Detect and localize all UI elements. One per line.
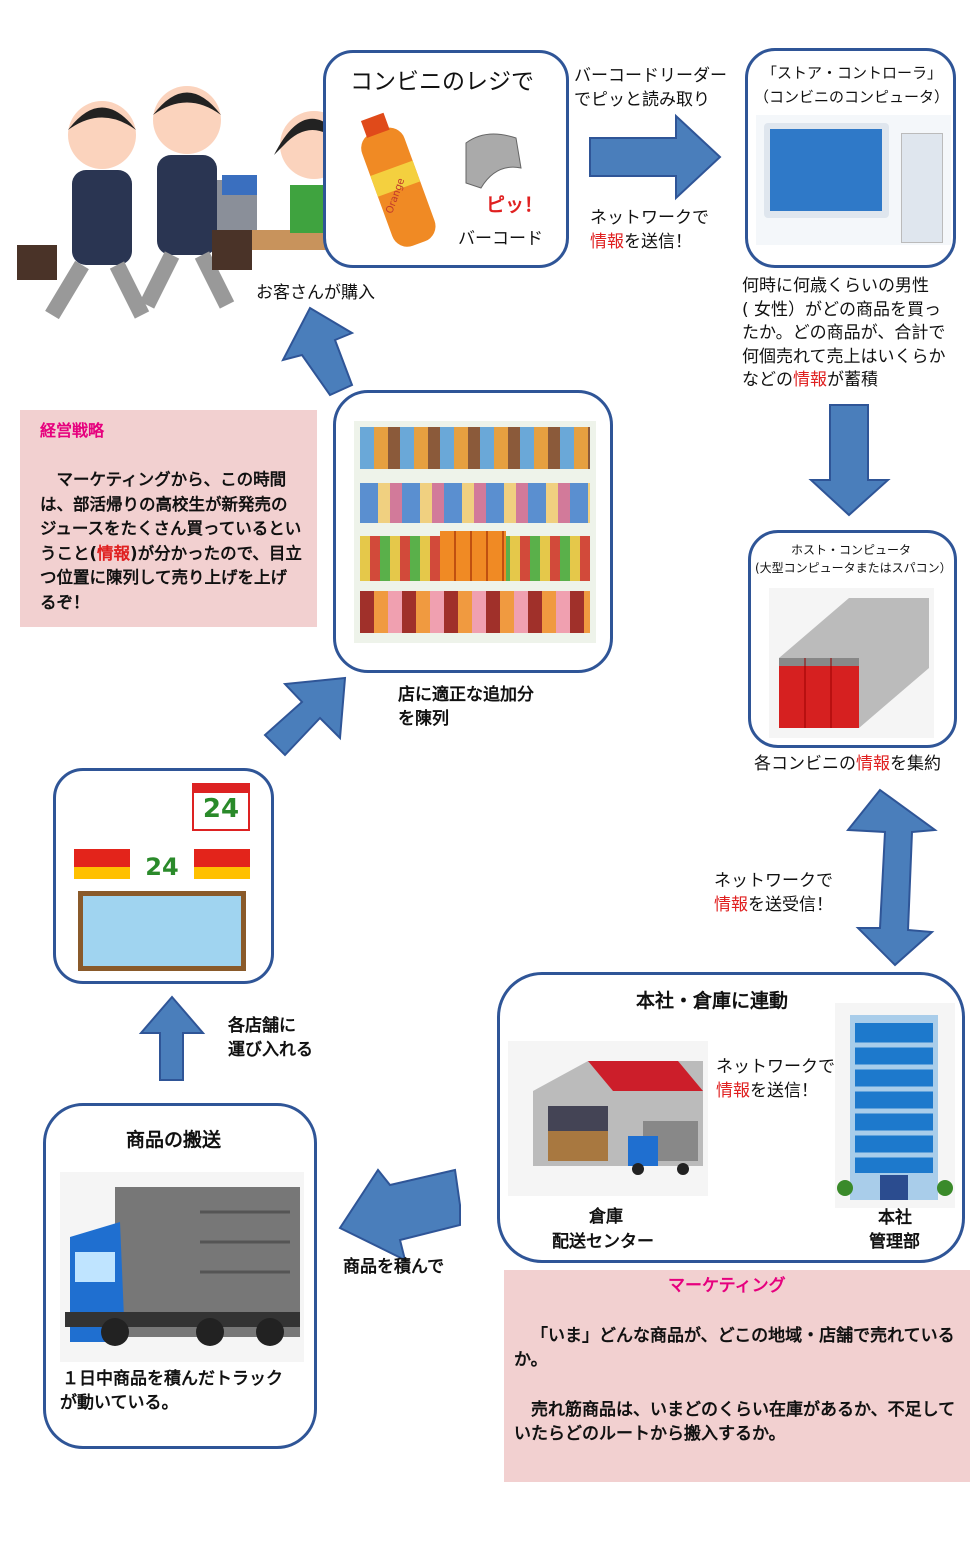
warehouse-label-2: 配送センター xyxy=(552,1232,654,1252)
warehouse-label-1: 倉庫 xyxy=(589,1207,623,1227)
product-shelf-image xyxy=(354,421,596,643)
network-send-1: ネットワークで情報を送信！ xyxy=(590,206,709,254)
line: たか。どの商品が、合計で xyxy=(742,323,946,343)
marketing-para-2: 売れ筋商品は、いまどのくらい在庫があるか、不足していたらどのルートから搬入するか… xyxy=(514,1400,956,1444)
strategy-title: 経営戦略 xyxy=(40,421,105,440)
delivery-title: 商品の搬送 xyxy=(126,1129,222,1151)
reader-text-1: バーコードリーダー xyxy=(574,66,727,86)
bottle-scanner-image: Orange xyxy=(356,108,556,253)
marketing-title: マーケティング xyxy=(668,1276,786,1296)
shelf-caption-2: を陳列 xyxy=(398,709,449,729)
loading-text: 商品を積んで xyxy=(343,1257,445,1277)
strategy-text: マーケティングから、この時間は、部活帰りの高校生が新発売のジュースをたくさん買っ… xyxy=(40,468,302,615)
line: 何時に何歳くらいの男性 xyxy=(742,276,929,296)
delivery-caption-2: が動いている。 xyxy=(60,1393,179,1413)
shelf-caption-1: 店に適正な追加分 xyxy=(398,685,534,705)
arrow-down xyxy=(808,404,891,517)
truck-image xyxy=(60,1172,304,1362)
hq-network-text: ネットワークで情報を送信！ xyxy=(716,1055,835,1103)
line: を送受信！ xyxy=(748,895,833,915)
marketing-panel: マーケティング 「いま」どんな商品が、どこの地域・店舗で売れているか。 売れ筋商… xyxy=(504,1270,970,1482)
marketing-para-1: 「いま」どんな商品が、どこの地域・店舗で売れているか。 xyxy=(514,1326,955,1370)
arrow-up-customer xyxy=(281,306,355,397)
highlight: 情報 xyxy=(714,895,748,915)
line: ネットワークで xyxy=(716,1057,835,1077)
reader-text-2: でピッと読み取り xyxy=(574,90,710,110)
store-sign-front: 24 xyxy=(130,847,194,887)
text: マーケティングから、この時間は、部活帰りの高校生が新発売のジュースをたくさん買っ… xyxy=(40,470,302,563)
line: 何個売れて売上はいくらか xyxy=(742,346,946,367)
line: 各コンビニの xyxy=(754,754,856,774)
delivery-box: 商品の搬送 １日中商品を積んだトラック が動いている。 xyxy=(43,1103,317,1449)
line: を送信！ xyxy=(750,1081,818,1101)
computer-icon xyxy=(756,115,951,245)
host-caption: 各コンビニの情報を集約 xyxy=(754,752,941,776)
host-computer-box: ホスト・コンピュータ (大型コンピュータまたはスパコン） xyxy=(748,530,957,748)
delivery-caption-1: １日中商品を積んだトラック xyxy=(62,1369,283,1389)
line: を集約 xyxy=(890,754,941,774)
hq-label-1: 本社 xyxy=(878,1208,912,1228)
host-subtitle: (大型コンピュータまたはスパコン） xyxy=(755,561,952,575)
hq-label-2: 管理部 xyxy=(869,1232,920,1252)
shelf-box xyxy=(333,390,613,673)
carry-text-2: 運び入れる xyxy=(228,1040,313,1060)
host-title: ホスト・コンピュータ xyxy=(791,543,912,557)
arrow-down-left xyxy=(338,1168,461,1262)
hq-warehouse-box: 本社・倉庫に連動 ネットワークで情報を送信！ 倉庫 配送センター 本社 管理部 xyxy=(497,972,965,1263)
text: )が分かったので、目立つ位置に陳列して売り上げを上げるぞ！ xyxy=(40,543,302,612)
barcode-label: バーコード xyxy=(458,229,543,249)
strategy-panel: 経営戦略 マーケティングから、この時間は、部活帰りの高校生が新発売のジュースをた… xyxy=(20,410,317,627)
arrow-double xyxy=(846,788,938,967)
highlight: 情報 xyxy=(856,754,890,774)
supercomputer-image xyxy=(769,588,934,738)
beep-text: ピッ！ xyxy=(486,194,544,216)
highlight: 情報 xyxy=(590,232,624,252)
store-controller-subtitle: （コンビニのコンピュータ） xyxy=(754,88,950,106)
line: が蓄積 xyxy=(827,370,878,390)
store-sign-top: 24 xyxy=(202,794,240,824)
line: などの xyxy=(742,370,793,390)
store-controller-title: 「ストア・コントローラ」 xyxy=(762,64,943,82)
warehouse-image xyxy=(508,1041,708,1196)
line: を送信！ xyxy=(624,232,692,252)
arrow-up xyxy=(138,995,206,1081)
carry-text-1: 各店舗に xyxy=(228,1016,296,1036)
hq-building-image xyxy=(835,1003,955,1208)
network-sendrecv: ネットワークで情報を送受信！ xyxy=(714,869,833,917)
arrow-up-right xyxy=(263,676,347,757)
customer-text: お客さんが購入 xyxy=(256,283,375,303)
line: ネットワークで xyxy=(714,871,833,891)
register-box: コンビニのレジで Orange ピッ！ バーコード xyxy=(323,50,569,268)
line: ( 女性）がどの商品を買っ xyxy=(742,299,942,320)
register-title: コンビニのレジで xyxy=(350,69,534,95)
arrow-right xyxy=(589,113,722,201)
highlight: 情報 xyxy=(793,370,827,390)
customers-illustration xyxy=(12,85,372,325)
line: ネットワークで xyxy=(590,208,709,228)
hq-title: 本社・倉庫に連動 xyxy=(636,990,789,1012)
store-box: 24 24 xyxy=(53,768,274,984)
store-controller-box: 「ストア・コントローラ」 （コンビニのコンピュータ） xyxy=(745,48,956,268)
accumulation-text: 何時に何歳くらいの男性 ( 女性）がどの商品を買っ たか。どの商品が、合計で 何… xyxy=(742,275,946,393)
convenience-store-image: 24 24 xyxy=(74,781,254,971)
highlight: 情報 xyxy=(97,543,131,563)
highlight: 情報 xyxy=(716,1081,750,1101)
